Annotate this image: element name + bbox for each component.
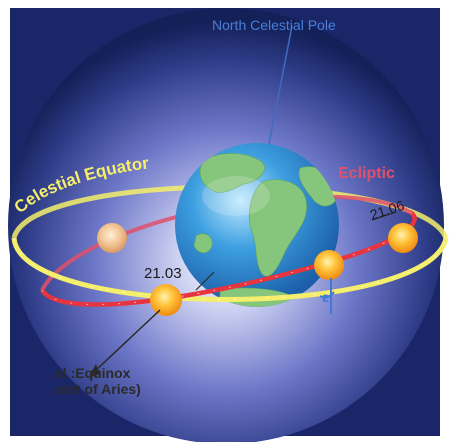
ecliptic-label: Ecliptic [338, 165, 395, 182]
date-right-leader [371, 211, 397, 221]
date-left-leader [195, 271, 215, 291]
equinox-label-line1: al :Equinox [55, 365, 131, 381]
sun-summer-solstice [388, 223, 418, 253]
sun-front-right [314, 250, 344, 280]
sun-back-left [97, 223, 127, 253]
sun-vernal-equinox [150, 284, 182, 316]
epsilon-label: ε [322, 289, 329, 305]
north-pole-label: North Celestial Pole [212, 17, 336, 33]
equinox-arrow-head [88, 364, 100, 378]
equinox-leader [93, 309, 161, 373]
celestial-equator-front [11, 237, 449, 302]
equinox-label-line2: oint of Aries) [55, 381, 141, 397]
date-march-label: 21.03 [144, 265, 182, 282]
